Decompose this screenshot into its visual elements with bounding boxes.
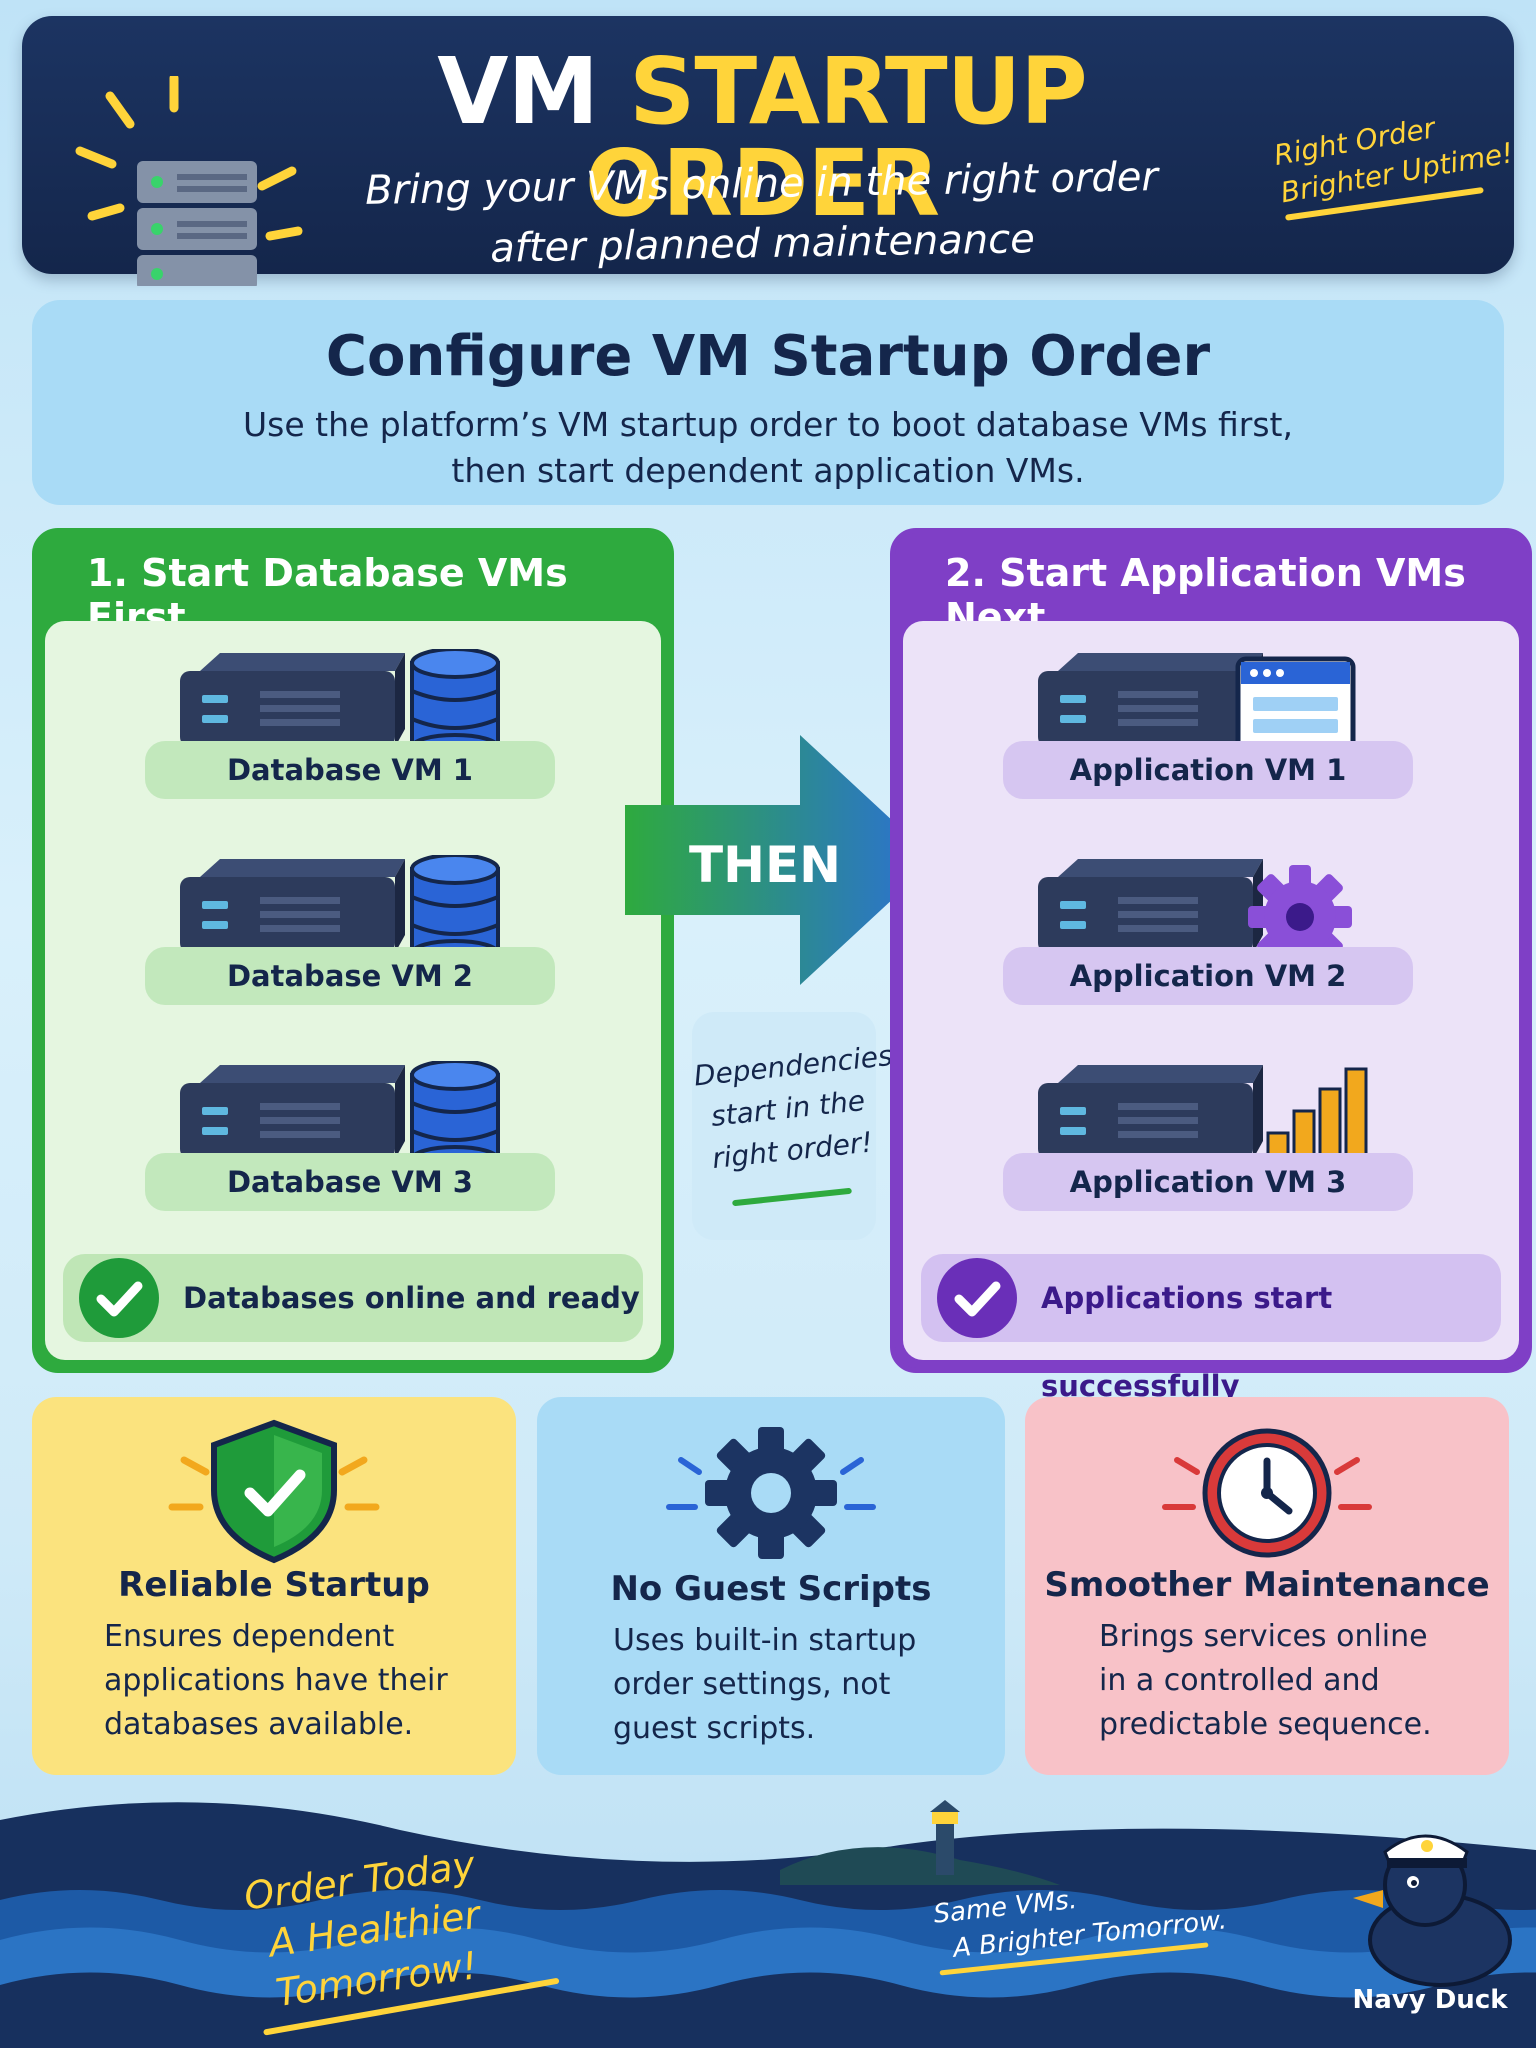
check-icon [79, 1258, 159, 1338]
application-status: Applications start successfully [921, 1254, 1501, 1403]
benefit-title: No Guest Scripts [610, 1569, 932, 1609]
benefit-title: Reliable Startup [118, 1565, 430, 1605]
application-vm-item: Application VM 1 [903, 641, 1519, 836]
database-vm-label: Database VM 2 [145, 947, 555, 1005]
application-vm-label: Application VM 3 [1003, 1153, 1413, 1211]
configure-panel: Configure VM Startup Order Use the platf… [32, 300, 1504, 505]
gear-icon [666, 1427, 876, 1559]
benefit-description: Brings services online in a controlled a… [1099, 1619, 1432, 1742]
database-vm-item: Database VM 2 [45, 847, 661, 1042]
navy-duck-mascot-icon [1353, 1834, 1512, 1987]
benefit-card-no-guest-scripts: No Guest Scripts Uses built-in startup o… [537, 1397, 1005, 1775]
gear-icon [1038, 859, 1352, 965]
benefit-title: Smoother Maintenance [1044, 1565, 1490, 1605]
header-tagline: Right Order Brighter Uptime! [1271, 96, 1523, 224]
database-vm-label: Database VM 1 [145, 741, 555, 799]
application-vm-label: Application VM 1 [1003, 741, 1413, 799]
database-vm-item: Database VM 1 [45, 641, 661, 836]
benefit-card-smoother-maintenance: Smoother Maintenance Brings services onl… [1025, 1397, 1509, 1775]
page-subtitle: Bring your VMs online in the right order… [364, 154, 1159, 272]
application-vm-item: Application VM 2 [903, 847, 1519, 1042]
shield-check-icon [168, 1419, 380, 1564]
server-stack-icon [75, 76, 303, 286]
benefit-description: Uses built-in startup order settings, no… [613, 1623, 917, 1746]
database-status: Databases online and ready [63, 1254, 643, 1342]
database-vm-item: Database VM 3 [45, 1053, 661, 1248]
browser-window-icon [1038, 653, 1356, 758]
dependencies-note: Dependencies start in the right order! [692, 1012, 894, 1240]
database-server-icon [180, 1061, 500, 1166]
bar-chart-icon [1038, 1065, 1368, 1161]
database-vm-label: Database VM 3 [145, 1153, 555, 1211]
application-vm-item: Application VM 3 [903, 1053, 1519, 1248]
configure-description: Use the platform’s VM startup order to b… [243, 405, 1293, 490]
clock-icon [1162, 1428, 1372, 1558]
lighthouse-icon [930, 1800, 960, 1875]
benefit-card-reliable-startup: Reliable Startup Ensures dependent appli… [32, 1397, 516, 1775]
database-server-icon [180, 855, 500, 960]
configure-title: Configure VM Startup Order [325, 324, 1211, 389]
database-step-panel: 1. Start Database VMs First [32, 528, 674, 1373]
then-label: THEN [689, 836, 841, 894]
application-step-panel: 2. Start Application VMs Next Applic [890, 528, 1532, 1403]
application-vm-label: Application VM 2 [1003, 947, 1413, 1005]
then-arrow-icon [625, 735, 935, 985]
header-banner: VM STARTUP ORDER Bring your VMs online i… [22, 16, 1516, 286]
ocean-footer [0, 1800, 1536, 2048]
brand-name: Navy Duck [1352, 1985, 1508, 2015]
benefit-description: Ensures dependent applications have thei… [104, 1619, 448, 1742]
page-title: VM STARTUP ORDER [437, 38, 1087, 237]
check-icon [937, 1258, 1017, 1338]
database-step-title: 1. Start Database VMs First [87, 551, 568, 639]
database-server-icon [180, 649, 500, 754]
